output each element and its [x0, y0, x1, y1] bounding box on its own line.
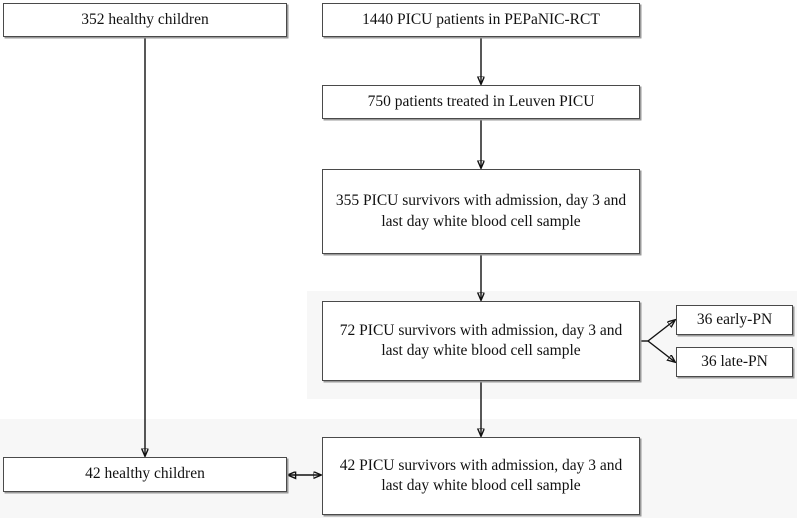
node-leuven-picu-750[interactable]: 750 patients treated in Leuven PICU [322, 85, 640, 119]
node-picu-survivors-72[interactable]: 72 PICU survivors with admission, day 3 … [322, 301, 640, 381]
node-label: 1440 PICU patients in PEPaNIC-RCT [362, 10, 600, 28]
node-pepanic-rct-1440[interactable]: 1440 PICU patients in PEPaNIC-RCT [322, 3, 640, 37]
node-healthy-children-42[interactable]: 42 healthy children [3, 457, 287, 492]
node-label: 750 patients treated in Leuven PICU [367, 92, 595, 110]
node-label: 352 healthy children [81, 10, 209, 28]
node-late-pn-36[interactable]: 36 late-PN [676, 347, 793, 377]
node-healthy-children-352[interactable]: 352 healthy children [3, 3, 287, 37]
node-label: 355 PICU survivors with admission, day 3… [335, 192, 627, 230]
node-picu-survivors-355[interactable]: 355 PICU survivors with admission, day 3… [322, 169, 640, 254]
node-label: 36 late-PN [701, 352, 768, 370]
node-label: 36 early-PN [696, 310, 773, 328]
node-early-pn-36[interactable]: 36 early-PN [676, 305, 793, 335]
node-picu-survivors-42[interactable]: 42 PICU survivors with admission, day 3 … [322, 437, 640, 515]
node-label: 72 PICU survivors with admission, day 3 … [339, 321, 623, 359]
node-label: 42 healthy children [85, 465, 205, 483]
node-label: 42 PICU survivors with admission, day 3 … [339, 456, 623, 494]
